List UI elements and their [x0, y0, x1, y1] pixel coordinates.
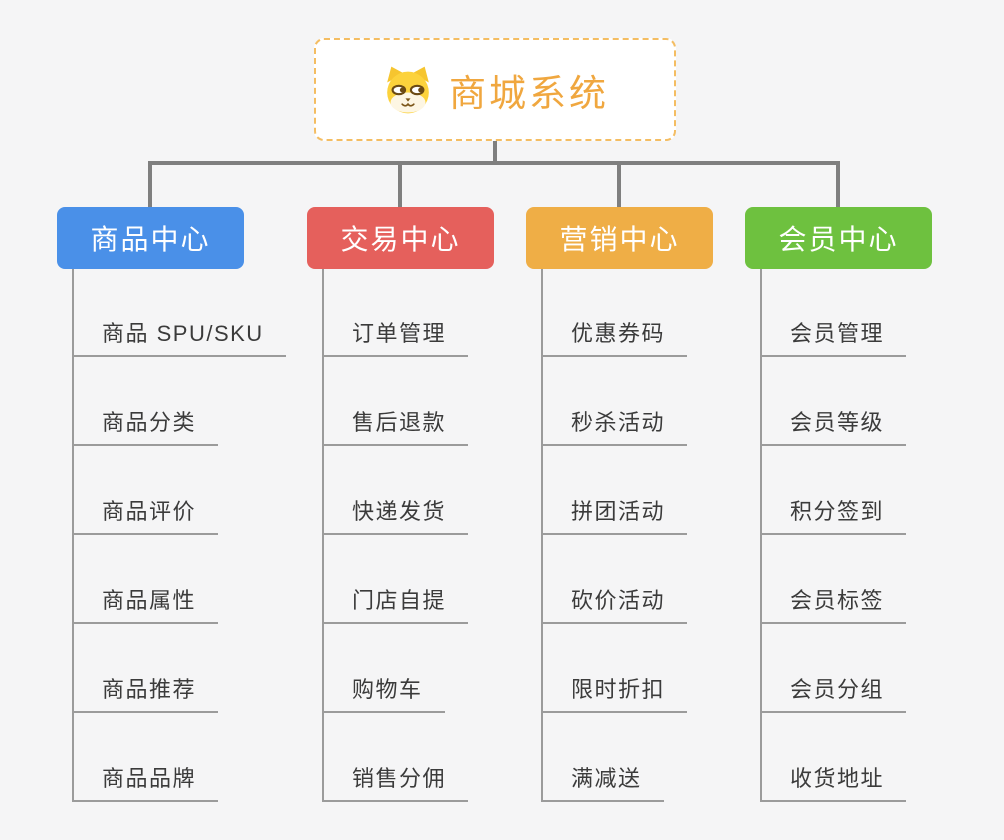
mindmap-item[interactable]: 砍价活动	[541, 587, 688, 624]
mindmap-item[interactable]: 商品评价	[72, 498, 219, 535]
branch-spine-products	[72, 269, 74, 802]
connector-drop-marketing	[617, 163, 621, 209]
mindmap-item[interactable]: 商品分类	[72, 409, 219, 446]
mindmap-item[interactable]: 销售分佣	[322, 765, 469, 802]
connector-drop-trade	[398, 163, 402, 209]
branch-spine-members	[760, 269, 762, 802]
root-label: 商城系统	[449, 72, 609, 114]
mindmap-item[interactable]: 商品品牌	[72, 765, 219, 802]
mindmap-item[interactable]: 商品 SPU/SKU	[72, 320, 286, 357]
connector-drop-members	[836, 163, 840, 209]
mindmap-item[interactable]: 快递发货	[322, 498, 469, 535]
mindmap-item[interactable]: 会员标签	[760, 587, 907, 624]
branch-header-products[interactable]: 商品中心	[57, 207, 244, 269]
mindmap-item[interactable]: 优惠券码	[541, 320, 688, 357]
mindmap-item[interactable]: 收货地址	[760, 765, 907, 802]
branch-spine-trade	[322, 269, 324, 802]
connector-drop-products	[148, 163, 152, 209]
dog-face-icon	[381, 65, 435, 115]
mindmap-item[interactable]: 秒杀活动	[541, 409, 688, 446]
mindmap-item[interactable]: 会员管理	[760, 320, 907, 357]
branch-header-members[interactable]: 会员中心	[745, 207, 932, 269]
mindmap-item[interactable]: 积分签到	[760, 498, 907, 535]
connector-horizontal	[148, 161, 840, 165]
mindmap-item[interactable]: 会员等级	[760, 409, 907, 446]
mindmap-item[interactable]: 商品推荐	[72, 676, 219, 713]
mindmap-item[interactable]: 拼团活动	[541, 498, 688, 535]
mindmap-item[interactable]: 门店自提	[322, 587, 469, 624]
mindmap-item[interactable]: 限时折扣	[541, 676, 688, 713]
branch-header-marketing[interactable]: 营销中心	[526, 207, 713, 269]
root-node[interactable]: 商城系统	[314, 38, 676, 141]
mindmap-item[interactable]: 购物车	[322, 676, 445, 713]
mindmap-item[interactable]: 会员分组	[760, 676, 907, 713]
branch-spine-marketing	[541, 269, 543, 802]
mindmap-item[interactable]: 售后退款	[322, 409, 469, 446]
mindmap-item[interactable]: 商品属性	[72, 587, 219, 624]
mindmap-item[interactable]: 满减送	[541, 765, 664, 802]
branch-header-trade[interactable]: 交易中心	[307, 207, 494, 269]
connector-root-stub	[493, 140, 497, 165]
mindmap-item[interactable]: 订单管理	[322, 320, 469, 357]
